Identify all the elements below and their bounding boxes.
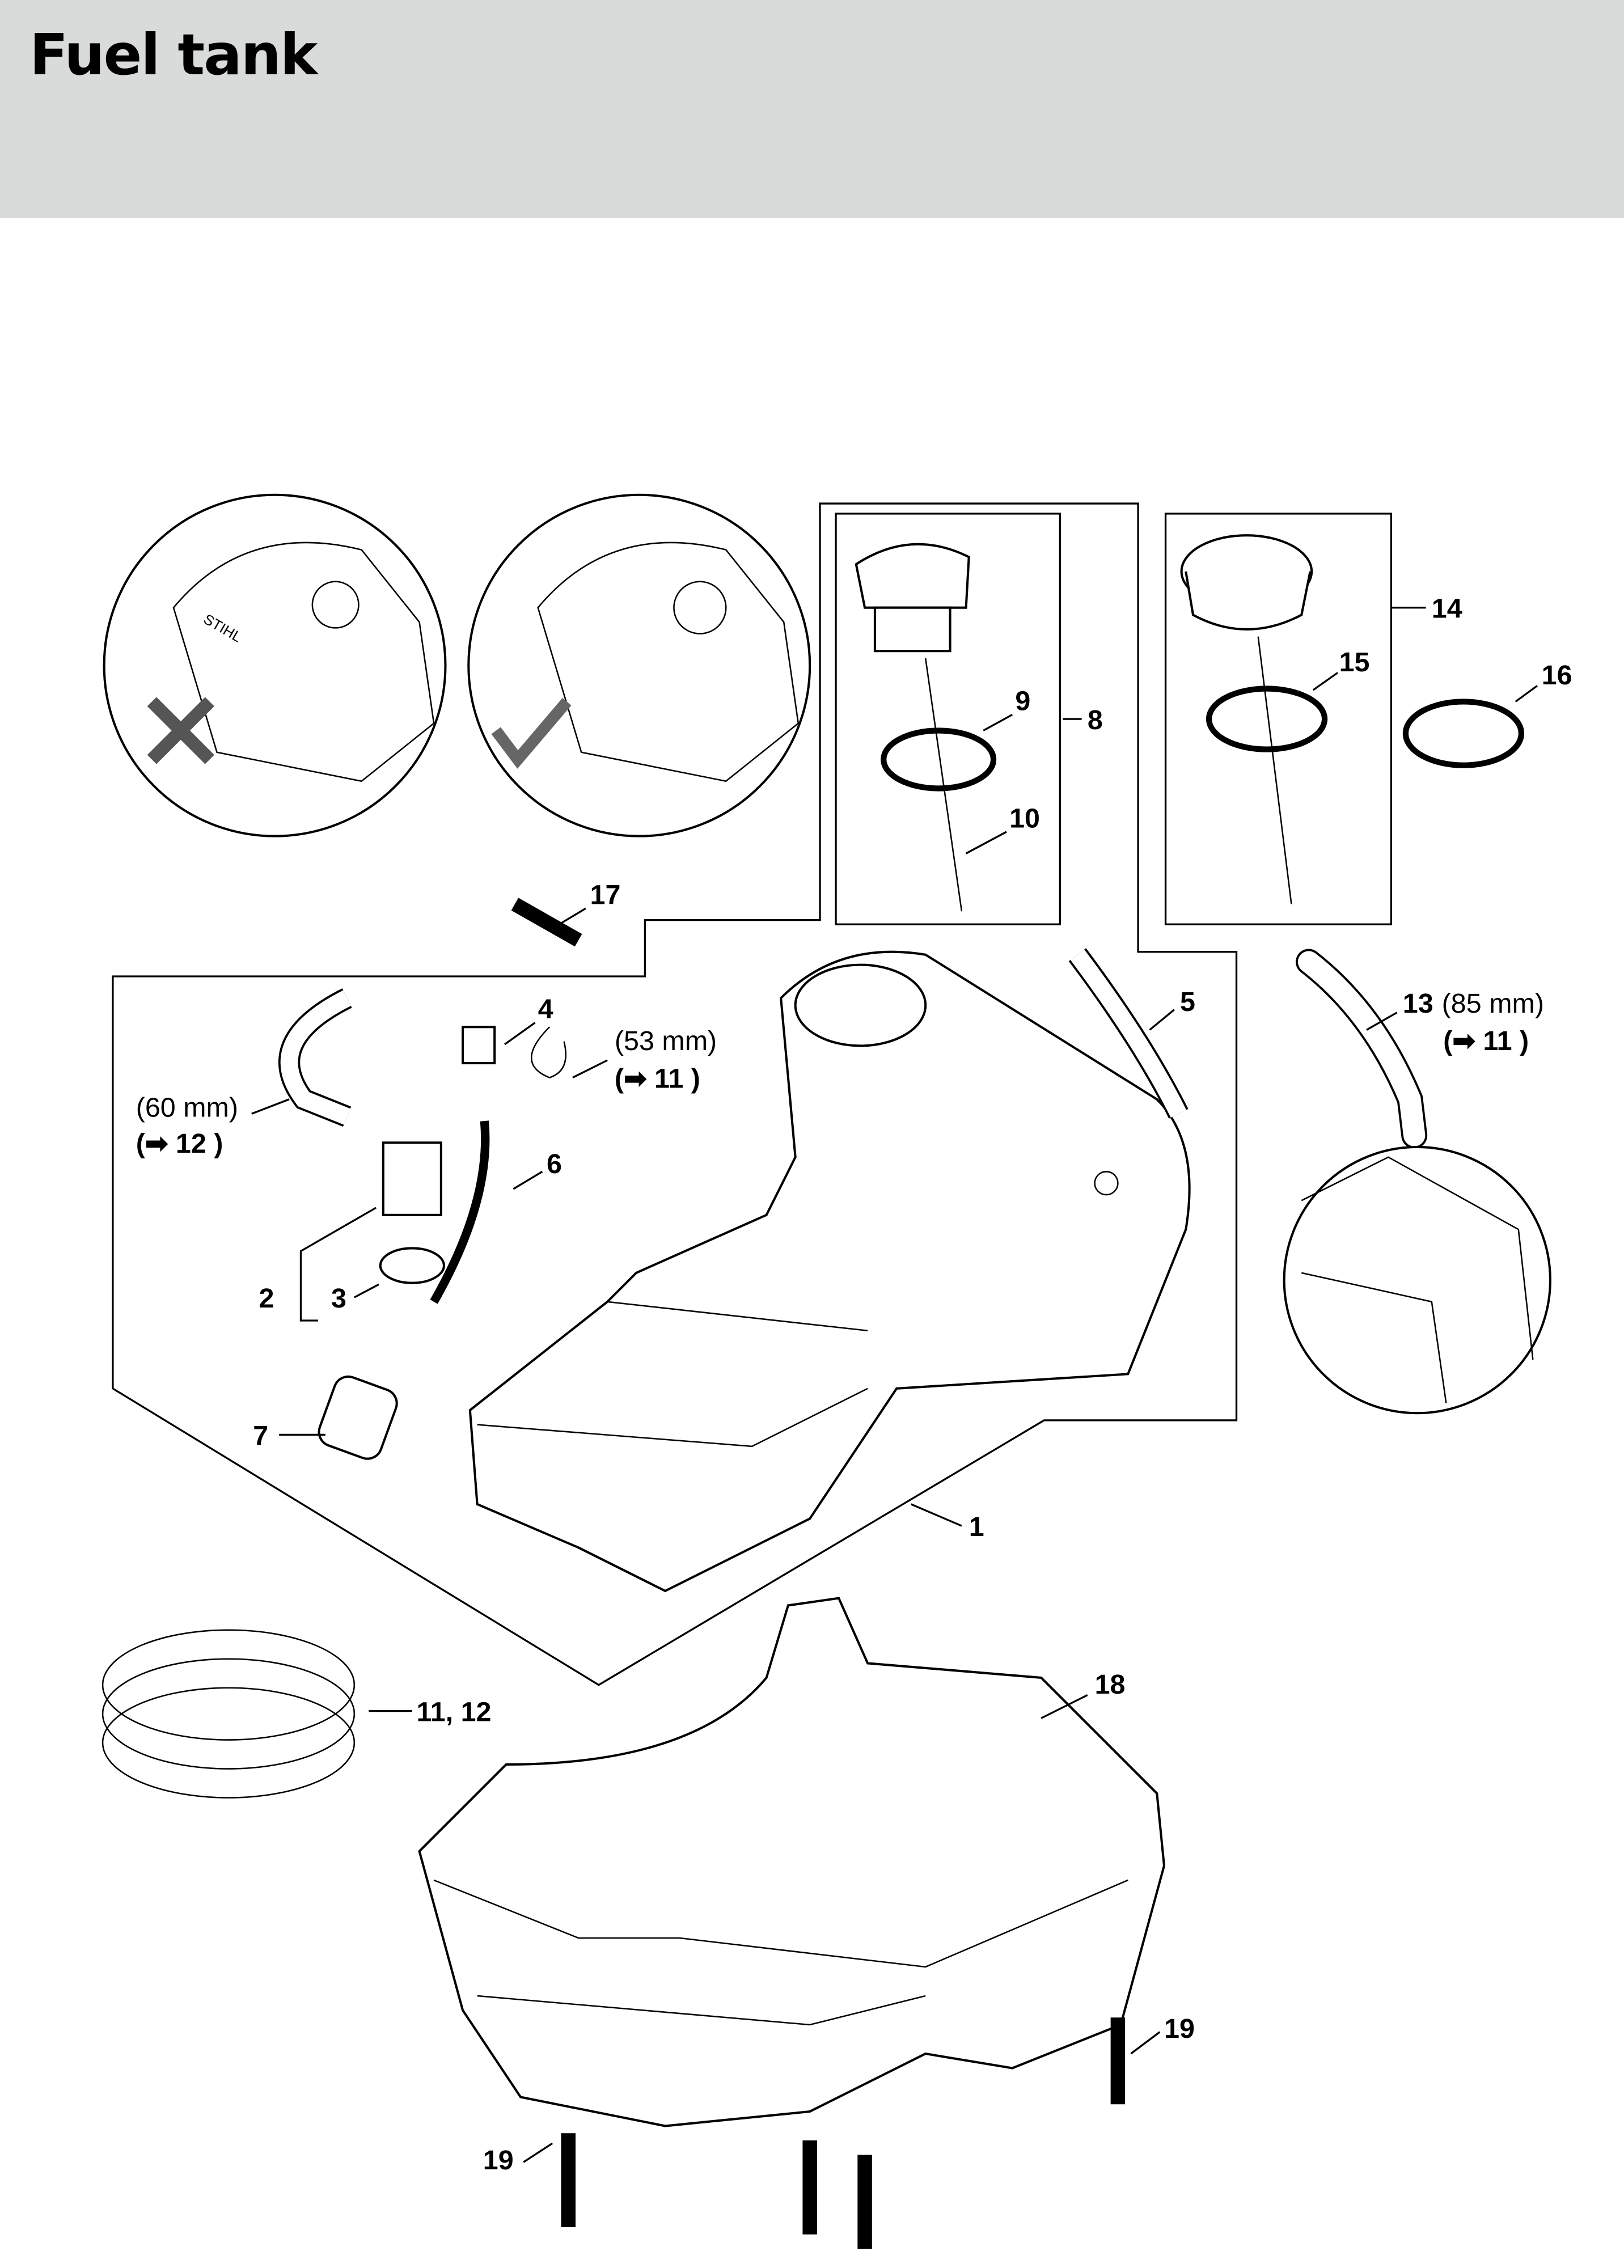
grommet-3: [379, 1247, 445, 1284]
hose-53mm: [530, 1026, 566, 1078]
valve-2: [382, 1141, 442, 1216]
screws-19: [561, 2017, 1126, 2249]
callout-5: 5: [1180, 987, 1195, 1017]
page-title: Fuel tank: [29, 22, 318, 88]
hose-60mm: [280, 990, 351, 1125]
vent-hose-5: [1070, 949, 1187, 1118]
note-85mm-ref: (➡ 11 ): [1443, 1026, 1529, 1056]
inset-hose-detail: [1283, 1145, 1551, 1415]
callout-13: 13: [1403, 988, 1433, 1019]
inset-wrong-orientation: STIHL: [103, 493, 447, 837]
callout-8: 8: [1088, 705, 1103, 735]
o-ring-9: [881, 727, 997, 792]
callout-3: 3: [331, 1283, 346, 1314]
cap-8-frame: [835, 513, 1061, 925]
fuel-filter-7: [318, 1375, 398, 1460]
callout-11-12: 11, 12: [416, 1696, 491, 1727]
tank-assembly-frame: [112, 502, 1238, 1686]
o-ring-16: [1402, 699, 1525, 768]
callout-14: 14: [1432, 594, 1462, 624]
check-mark-icon: [491, 697, 572, 769]
callout-18: 18: [1095, 1669, 1126, 1700]
cap-14-frame: [1164, 513, 1393, 925]
fuel-line-6: [430, 1120, 490, 1304]
callout-9: 9: [1015, 686, 1030, 717]
note-85mm: (85 mm): [1442, 988, 1544, 1019]
note-53mm: (53 mm): [615, 1026, 717, 1056]
callout-17: 17: [590, 880, 621, 911]
callout-15: 15: [1339, 647, 1370, 678]
callout-19-right: 19: [1164, 2013, 1195, 2044]
elbow-4: [462, 1026, 496, 1065]
callout-4: 4: [538, 994, 553, 1025]
inset-correct-orientation: [467, 493, 811, 837]
callout-2: 2: [259, 1283, 274, 1314]
page-header: Fuel tank: [0, 0, 1624, 218]
hose-13: [1297, 951, 1426, 1146]
callout-19-left: 19: [483, 2145, 514, 2176]
fuel-cap-14: [1180, 534, 1328, 904]
screw-17: [511, 898, 582, 947]
callout-7: 7: [253, 1420, 268, 1451]
callout-16: 16: [1542, 660, 1572, 691]
cross-mark-icon: [147, 697, 214, 764]
callout-10: 10: [1009, 803, 1040, 833]
tank-housing-18: [418, 1597, 1166, 2127]
note-60mm: (60 mm): [136, 1092, 238, 1123]
callout-1: 1: [969, 1512, 984, 1542]
fuel-tank-1: [468, 950, 1191, 1593]
note-53mm-ref: (➡ 11 ): [615, 1063, 700, 1094]
hose-coil-11-12: [102, 1629, 356, 1799]
callout-6: 6: [547, 1149, 562, 1179]
leader-lines: [251, 607, 1538, 2163]
fuel-cap-8: [855, 543, 997, 912]
note-60mm-ref: (➡ 12 ): [136, 1128, 223, 1159]
o-ring-15: [1206, 686, 1328, 752]
